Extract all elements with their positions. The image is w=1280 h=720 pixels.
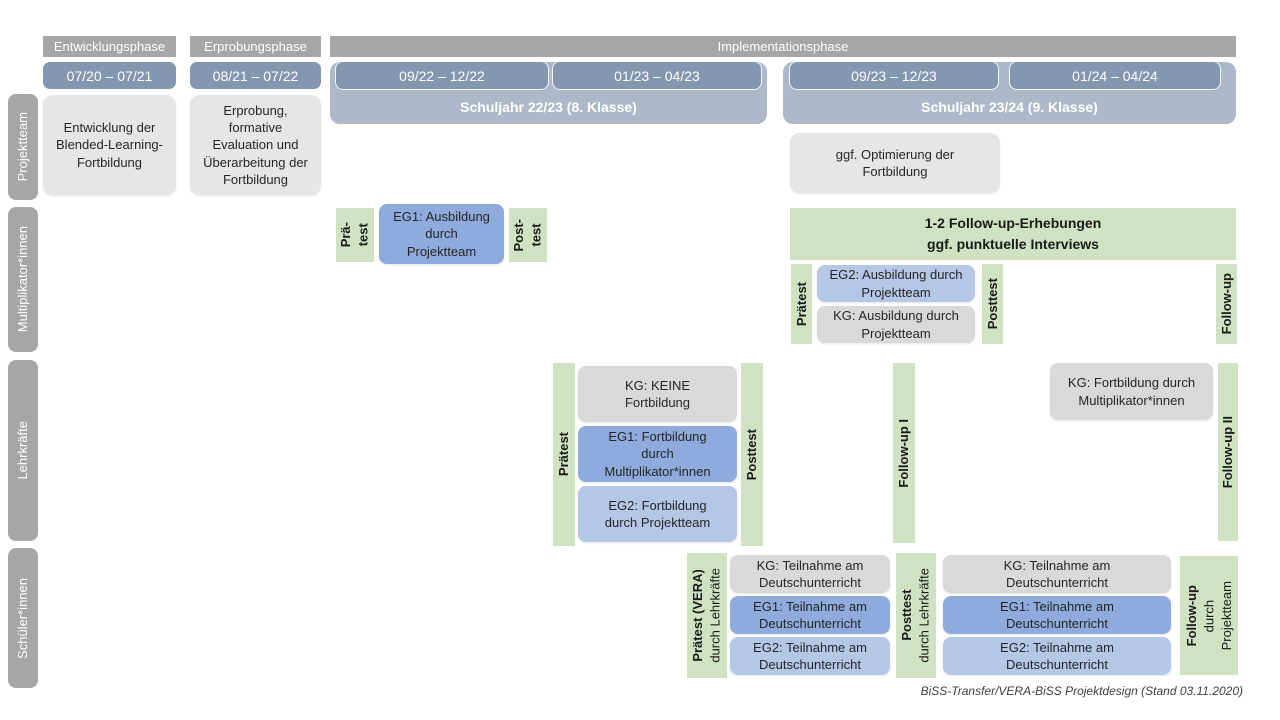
sidebar-row-projektteam: Projektteam [8, 94, 38, 200]
date-range-impl-3: 09/23 – 12/23 [790, 62, 998, 89]
box-multi-eg2-ausbildung: EG2: Ausbildung durch Projektteam [817, 265, 975, 302]
schueler-followup-bar: Follow-up durch Projektteam [1180, 556, 1238, 675]
followup-banner: 1-2 Follow-up-Erhebungen ggf. punktuelle… [790, 208, 1236, 260]
box-schueler-eg1-1: EG1: Teilnahme am Deutschunterricht [730, 596, 890, 634]
box-schueler-eg1-2: EG1: Teilnahme am Deutschunterricht [943, 596, 1171, 634]
schueler-praetest-sub: durch Lehrkräfte [708, 568, 723, 663]
followup-banner-line1: 1-2 Follow-up-Erhebungen [924, 215, 1102, 231]
lehr-praetest-bar: Prätest [553, 363, 575, 546]
box-lehr-eg2-text: EG2: Fortbildung durch Projektteam [604, 497, 711, 530]
box-optimierung-text: ggf. Optimierung der Fortbildung [835, 146, 955, 179]
schueler-posttest-main: Posttest [899, 589, 915, 642]
multi-posttest-line2: test [529, 223, 544, 247]
schueler-posttest-sub: durch Lehrkräfte [917, 568, 932, 663]
box-multi-kg-ausbildung: KG: Ausbildung durch Projektteam [817, 306, 975, 343]
lehr-followup1-label: Follow-up I [896, 418, 912, 488]
multi-followup-label: Follow-up [1218, 273, 1234, 335]
lehr-posttest-bar: Posttest [741, 363, 763, 546]
date-range-impl-1: 09/22 – 12/22 [336, 62, 548, 89]
box-schueler-kg-2-text: KG: Teilnahme am Deutschunterricht [1003, 557, 1111, 590]
multi-followup-bar: Follow-up [1216, 264, 1237, 344]
box-entwicklung-fortbildung: Entwicklung der Blended-Learning-Fortbil… [43, 95, 176, 195]
box-multi-eg2-text: EG2: Ausbildung durch Projektteam [829, 267, 963, 300]
lehr-followup2-label: Follow-up II [1220, 415, 1236, 489]
lehr-followup1-bar: Follow-up I [893, 363, 915, 543]
box-lehr-eg1-fortbildung: EG1: Fortbildung durch Multiplikator*inn… [578, 426, 737, 482]
schuljahr-23-24-label: Schuljahr 23/24 (9. Klasse) [921, 99, 1098, 115]
lehr-followup2-bar: Follow-up II [1218, 363, 1238, 541]
sidebar-row-multiplikatoren-label: Multiplikator*innen [15, 226, 31, 333]
lehr-posttest-label: Posttest [744, 428, 760, 481]
sidebar-row-lehrkraefte: Lehrkräfte [8, 360, 38, 541]
multi-posttest-line1: Post- [511, 218, 527, 252]
box-erprobung-evaluation: Erprobung, formative Evaluation und Über… [190, 95, 321, 195]
sidebar-row-projektteam-label: Projektteam [15, 112, 31, 182]
sidebar-row-multiplikatoren: Multiplikator*innen [8, 207, 38, 352]
multi-praetest-line2: test [356, 223, 371, 247]
sidebar-row-schueler: Schüler*innen [8, 548, 38, 688]
box-lehr-eg1-text: EG1: Fortbildung durch Multiplikator*inn… [604, 429, 711, 479]
box-schueler-eg1-2-text: EG1: Teilnahme am Deutschunterricht [1000, 598, 1114, 631]
box-lehr-kg2-text: KG: Fortbildung durch Multiplikator*inne… [1067, 375, 1196, 408]
box-schueler-kg-2: KG: Teilnahme am Deutschunterricht [943, 555, 1171, 593]
box-schueler-eg2-2: EG2: Teilnahme am Deutschunterricht [943, 637, 1171, 675]
phase-header-erprobung: Erprobungsphase [190, 36, 321, 57]
date-range-impl-2: 01/23 – 04/23 [553, 62, 761, 89]
multi-praetest-bar-2: Prätest [791, 264, 812, 344]
footer-caption: BiSS-Transfer/VERA-BiSS Projektdesign (S… [920, 684, 1243, 698]
schueler-followup-sub2: Projektteam [1218, 580, 1234, 651]
box-schueler-kg-1-text: KG: Teilnahme am Deutschunterricht [756, 557, 864, 590]
box-schueler-eg2-1-text: EG2: Teilnahme am Deutschunterricht [753, 639, 867, 672]
multi-praetest-bar-1: Prä- test [336, 208, 374, 262]
date-range-pilot: 08/21 – 07/22 [190, 62, 321, 89]
sidebar-row-schueler-label: Schüler*innen [15, 577, 31, 659]
box-schueler-eg2-2-text: EG2: Teilnahme am Deutschunterricht [1000, 639, 1114, 672]
box-lehr-eg2-fortbildung: EG2: Fortbildung durch Projektteam [578, 486, 737, 542]
schuljahr-22-23-label: Schuljahr 22/23 (8. Klasse) [460, 99, 637, 115]
box-multi-eg1-text: EG1: Ausbildung durch Projektteam [393, 209, 490, 259]
multi-posttest-2-label: Posttest [984, 278, 1000, 330]
followup-banner-line2: ggf. punktuelle Interviews [927, 236, 1099, 252]
multi-posttest-bar-2: Posttest [982, 264, 1003, 344]
box-multi-eg1-ausbildung: EG1: Ausbildung durch Projektteam [379, 204, 504, 264]
box-schueler-kg-1: KG: Teilnahme am Deutschunterricht [730, 555, 890, 593]
schueler-followup-sub1: durch [1201, 599, 1217, 632]
multi-praetest-line1: Prä- [338, 222, 354, 248]
box-lehr-kg-text: KG: KEINE Fortbildung [624, 377, 691, 410]
multi-praetest-2-label: Prätest [793, 281, 809, 327]
box-erprobung-evaluation-text: Erprobung, formative Evaluation und Über… [203, 103, 308, 187]
box-entwicklung-fortbildung-text: Entwicklung der Blended-Learning-Fortbil… [56, 120, 163, 170]
box-lehr-kg-keine: KG: KEINE Fortbildung [578, 366, 737, 422]
schueler-praetest-main: Prätest (VERA) [690, 569, 706, 662]
schueler-followup-main: Follow-up [1183, 584, 1199, 647]
box-multi-kg-text: KG: Ausbildung durch Projektteam [833, 308, 959, 341]
box-optimierung: ggf. Optimierung der Fortbildung [790, 133, 1000, 193]
lehr-praetest-label: Prätest [556, 432, 572, 477]
multi-posttest-bar-1: Post- test [509, 208, 547, 262]
phase-header-implementation: Implementationsphase [330, 36, 1236, 57]
box-schueler-eg1-1-text: EG1: Teilnahme am Deutschunterricht [753, 598, 867, 631]
date-range-impl-4: 01/24 – 04/24 [1010, 62, 1220, 89]
box-lehr-kg2-fortbildung: KG: Fortbildung durch Multiplikator*inne… [1050, 363, 1213, 420]
schueler-posttest-bar: Posttest durch Lehrkräfte [896, 553, 936, 678]
box-schueler-eg2-1: EG2: Teilnahme am Deutschunterricht [730, 637, 890, 675]
schueler-praetest-bar: Prätest (VERA) durch Lehrkräfte [687, 553, 727, 678]
date-range-dev: 07/20 – 07/21 [43, 62, 176, 89]
phase-header-entwicklung: Entwicklungsphase [43, 36, 176, 57]
sidebar-row-lehrkraefte-label: Lehrkräfte [15, 421, 31, 480]
